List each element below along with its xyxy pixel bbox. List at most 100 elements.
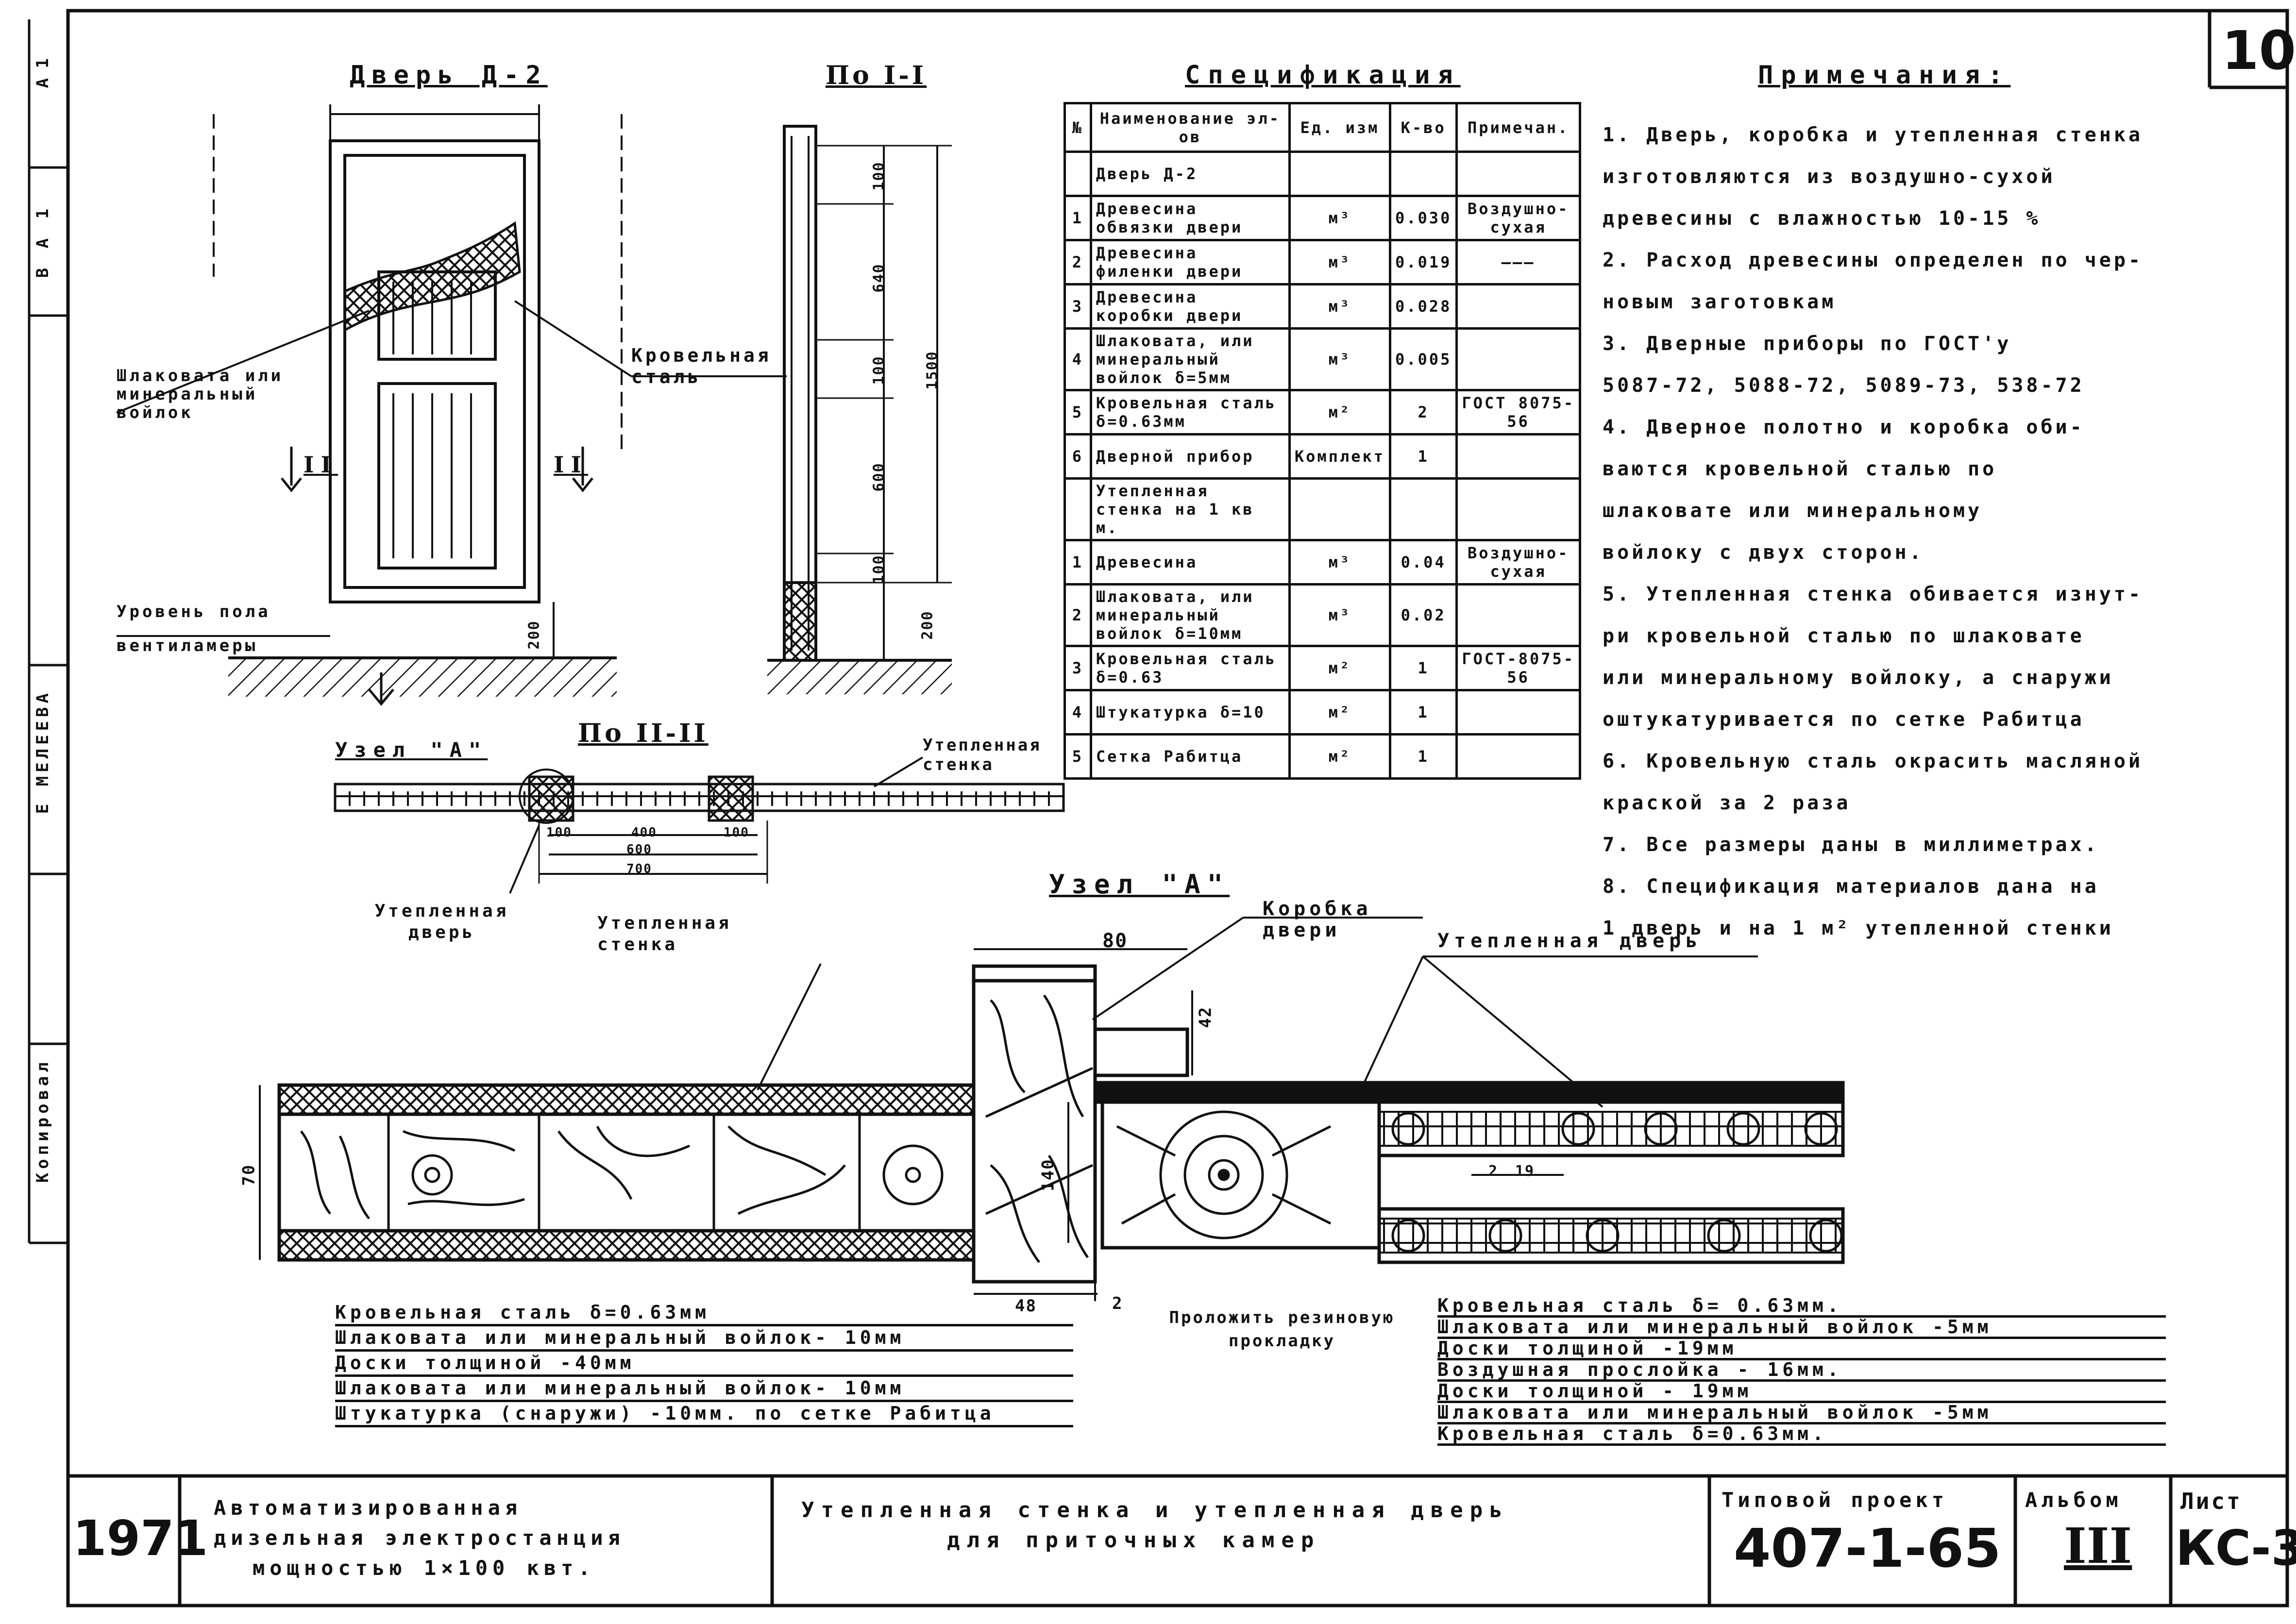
door-layers: Кровельная сталь δ= 0.63мм.Шлаковата или…	[1437, 1296, 2166, 1446]
note-line: изготовляются из воздушно-сухой	[1603, 166, 2056, 188]
spec-col-note: Примечан.	[1455, 102, 1581, 153]
node-a-dim-48: 48	[1015, 1296, 1037, 1316]
note-line: оштукатуривается по сетке Рабитца	[1603, 708, 2085, 731]
spec-cell-note	[1455, 477, 1581, 541]
title-block-lines	[68, 1474, 2287, 1606]
side-stamp-3: Е МЕЛЕЕВА	[33, 689, 52, 814]
spec-cell-name: Шлаковата, или минеральный войлок δ=10мм	[1089, 583, 1291, 647]
spec-cell-unit: м³	[1288, 539, 1392, 586]
note-line: 7. Все размеры даны в миллиметрах.	[1603, 834, 2099, 856]
tb-project-label: Типовой проект	[1722, 1488, 1948, 1512]
note-line: шлаковате или минеральному	[1603, 500, 1983, 522]
spec-cell-name: Древесина филенки двери	[1089, 239, 1291, 285]
spec-cell-unit: м²	[1288, 645, 1392, 691]
spec-cell-qty: 1	[1388, 645, 1458, 691]
floor-label: Уровень пола вентиламеры	[117, 602, 271, 655]
layer-callout: Воздушная прослойка - 16мм.	[1437, 1360, 2166, 1382]
spec-cell-no	[1064, 151, 1092, 197]
spec-cell-name: Древесина	[1089, 539, 1291, 586]
s2-dim-1: 400	[631, 825, 657, 840]
spec-cell-no: 1	[1064, 539, 1092, 586]
spec-cell-no: 2	[1064, 583, 1092, 647]
notes-title: Примечания:	[1758, 61, 2011, 90]
layer-callout: Доски толщиной - 19мм	[1437, 1382, 2166, 1403]
door-elevation-title: Дверь Д-2	[350, 61, 548, 90]
spec-cell-name: Сетка Рабитца	[1089, 733, 1291, 780]
tb-object-line-3: мощностью 1×100 квт.	[253, 1556, 595, 1580]
side-stamp-4: Копировал	[33, 1058, 52, 1183]
spec-cell-note	[1455, 327, 1581, 391]
door-elevation	[116, 104, 787, 706]
spec-cell-note	[1455, 583, 1581, 647]
layer-callout: Кровельная сталь δ= 0.63мм.	[1437, 1296, 2166, 1318]
spec-cell-name: Кровельная сталь δ=0.63	[1089, 645, 1291, 691]
note-line: 1. Дверь, коробка и утепленная стенка	[1603, 124, 2144, 146]
section-1-1	[767, 125, 952, 694]
door-box-label: Коробка двери	[1263, 898, 1372, 941]
node-a-dim-70: 70	[239, 1164, 259, 1186]
notes-list: 1. Дверь, коробка и утепленная стенка изг…	[1603, 114, 2273, 949]
layer-callout: Доски толщиной -40мм	[335, 1352, 1073, 1377]
spec-cell-qty: 1	[1388, 733, 1458, 780]
note-line: краской за 2 раза	[1603, 792, 1851, 814]
spec-cell-unit	[1288, 151, 1392, 197]
s2-dim-0: 100	[546, 825, 572, 840]
note-line: ваются кровельной сталью по	[1603, 458, 1997, 480]
tb-year: 1971	[73, 1510, 208, 1567]
node-a-dim-19: 19	[1515, 1163, 1535, 1180]
note-line: 1 дверь и на 1 м² утепленной стенки	[1603, 917, 2114, 939]
layer-callout: Доски толщиной -19мм	[1437, 1339, 2166, 1360]
note-line: 5087-72, 5088-72, 5089-73, 538-72	[1603, 374, 2085, 397]
sheet-number: 10	[2222, 19, 2296, 82]
spec-cell-unit: м³	[1288, 239, 1392, 285]
spec-cell-no: 4	[1064, 327, 1092, 391]
note-line: древесины с влажностью 10-15 %	[1603, 207, 2041, 230]
spec-cell-qty: 0.04	[1388, 539, 1458, 586]
s1-dim-3: 1500	[924, 351, 941, 390]
steel-label: Кровельная сталь	[631, 345, 772, 387]
spec-cell-note	[1455, 733, 1581, 780]
specification-title: Спецификация	[1185, 61, 1461, 90]
note-line: 6. Кровельную сталь окрасить масляной	[1603, 750, 2144, 772]
node-a-detail	[259, 917, 1845, 1301]
spec-cell-unit: м³	[1288, 583, 1392, 647]
spec-cell-name: Шлаковата, или минеральный войлок δ=5мм	[1089, 327, 1291, 391]
spec-cell-note: Воздушно-сухая	[1455, 195, 1581, 241]
cut-mark-right: II	[554, 452, 589, 478]
spec-cell-no	[1064, 477, 1092, 541]
spec-cell-note: ГОСТ 8075-56	[1455, 389, 1581, 435]
spec-cell-unit	[1288, 477, 1392, 541]
spec-cell-qty: 1	[1388, 689, 1458, 736]
spec-cell-qty: 0.028	[1388, 283, 1458, 330]
spec-cell-note	[1455, 283, 1581, 330]
spec-cell-note: Воздушно-сухая	[1455, 539, 1581, 586]
section-2-2	[334, 756, 1065, 894]
s2-dim-2: 100	[724, 825, 749, 840]
s1-dim-2: 100	[870, 355, 888, 385]
note-line: 8. Спецификация материалов дана на	[1603, 875, 2099, 898]
spec-cell-note	[1455, 151, 1581, 197]
spec-col-name: Наименование эл-ов	[1089, 102, 1291, 153]
spec-cell-no: 2	[1064, 239, 1092, 285]
tb-object: Автоматизированная дизельная электростан…	[214, 1493, 758, 1583]
spec-cell-qty: 1	[1388, 433, 1458, 480]
side-stamp-2: В А 1	[33, 204, 52, 278]
specification-table: № Наименование эл-ов Ед. изм К-во Примеч…	[1064, 102, 1581, 780]
elevation-dim-200: 200	[525, 620, 543, 650]
spec-cell-name: Кровельная сталь δ=0.63мм	[1089, 389, 1291, 435]
spec-cell-name: Древесина коробки двери	[1089, 283, 1291, 330]
spec-cell-no: 1	[1064, 195, 1092, 241]
spec-col-qty: К-во	[1388, 102, 1458, 153]
spec-cell-qty: 0.005	[1388, 327, 1458, 391]
s1-dim-1: 640	[870, 263, 888, 293]
spec-col-unit: Ед. изм	[1288, 102, 1392, 153]
layer-callout: Шлаковата или минеральный войлок -5мм	[1437, 1318, 2166, 1339]
layer-callout: Штукатурка (снаружи) -10мм. по сетке Раб…	[335, 1402, 1073, 1427]
